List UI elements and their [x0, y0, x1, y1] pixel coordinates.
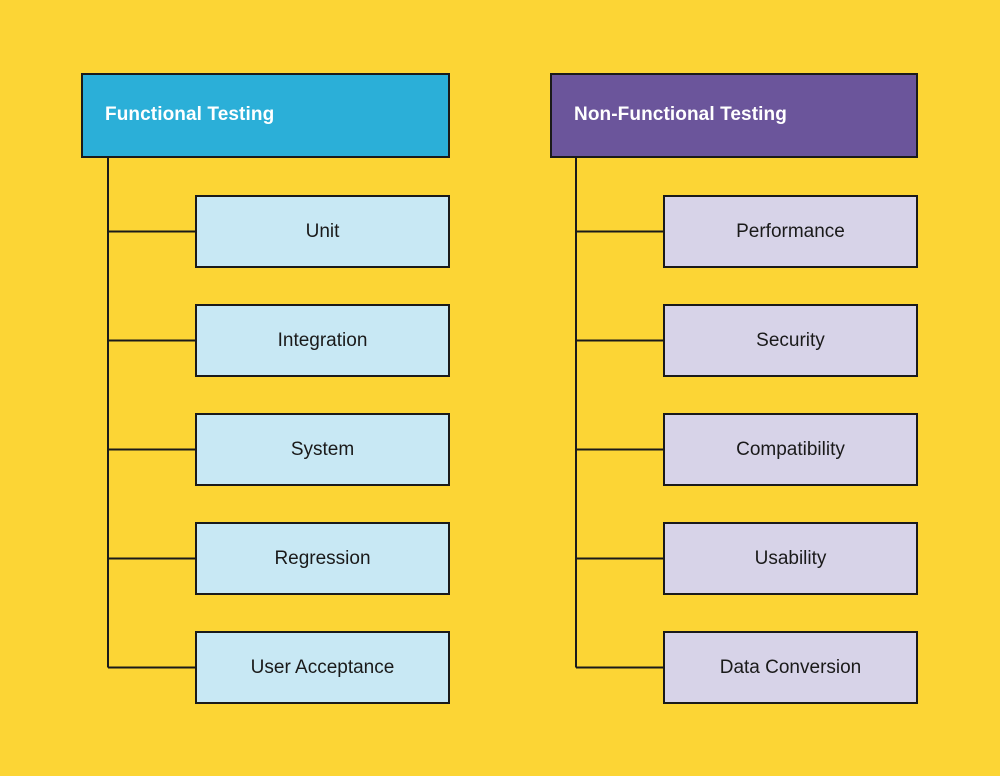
child-box-unit[interactable]: Unit [195, 195, 450, 268]
child-box-integration[interactable]: Integration [195, 304, 450, 377]
child-label-regression: Regression [274, 547, 371, 569]
child-label-performance: Performance [736, 220, 845, 242]
child-box-data-conversion[interactable]: Data Conversion [663, 631, 918, 704]
child-box-performance[interactable]: Performance [663, 195, 918, 268]
child-box-system[interactable]: System [195, 413, 450, 486]
header-box-non-functional-testing[interactable]: Non-Functional Testing [550, 73, 918, 158]
child-box-user-acceptance[interactable]: User Acceptance [195, 631, 450, 704]
child-box-compatibility[interactable]: Compatibility [663, 413, 918, 486]
child-label-usability: Usability [754, 547, 827, 569]
child-label-security: Security [756, 329, 825, 351]
child-label-system: System [290, 438, 355, 460]
child-label-unit: Unit [305, 220, 340, 242]
child-label-compatibility: Compatibility [736, 438, 845, 460]
header-label-functional-testing: Functional Testing [105, 104, 275, 126]
child-box-security[interactable]: Security [663, 304, 918, 377]
child-box-regression[interactable]: Regression [195, 522, 450, 595]
child-label-user-acceptance: User Acceptance [250, 656, 395, 678]
child-box-usability[interactable]: Usability [663, 522, 918, 595]
header-box-functional-testing[interactable]: Functional Testing [81, 73, 450, 158]
child-label-data-conversion: Data Conversion [719, 656, 862, 678]
child-label-integration: Integration [277, 329, 368, 351]
header-label-non-functional-testing: Non-Functional Testing [574, 104, 787, 126]
